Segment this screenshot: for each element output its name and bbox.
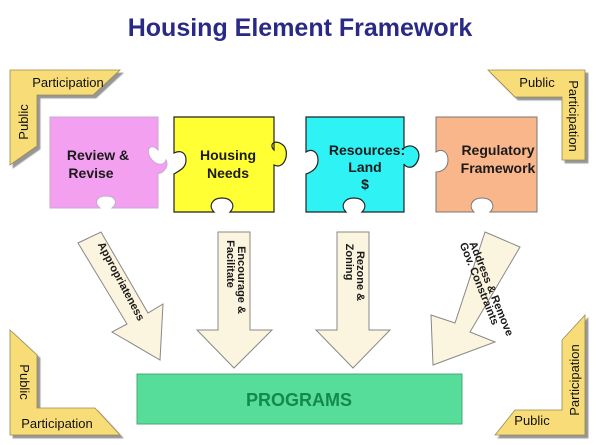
arrow-encourage-facilitate: Encourage & Facilitate <box>195 231 274 369</box>
piece-1-line1: Review & <box>67 147 129 163</box>
puzzle-piece-resources: Resources: Land $ <box>305 116 420 213</box>
corner-tl-vertical-label: Public <box>16 104 31 140</box>
corner-bl-horizontal-label: Participation <box>21 416 93 431</box>
piece-3-line1: Resources: <box>329 142 405 158</box>
arrow-3-line1: Rezone & <box>354 251 366 301</box>
corner-tr-horizontal-label: Public <box>519 75 555 90</box>
puzzle-piece-housing-needs: Housing Needs <box>173 116 287 213</box>
page-title: Housing Element Framework <box>127 14 473 42</box>
programs-label: PROGRAMS <box>246 390 352 410</box>
programs-box: PROGRAMS <box>136 373 463 425</box>
corner-tl-horizontal-label: Participation <box>32 75 104 90</box>
arrow-2-line1: Encourage & <box>235 246 247 314</box>
puzzle-piece-regulatory-framework: Regulatory Framework <box>435 116 538 213</box>
corner-br-vertical-label: Participation <box>567 344 582 416</box>
piece-2-line1: Housing <box>200 147 256 163</box>
corner-top-right: Public Participation <box>487 69 586 161</box>
arrow-appropriateness: Appropriateness <box>77 231 164 361</box>
corner-bl-vertical-label: Public <box>17 364 32 400</box>
arrow-rezone-zoning: Rezone & Zoning <box>314 231 392 369</box>
arrow-3-line2: Zoning <box>343 244 355 281</box>
corner-tr-vertical-label: Participation <box>566 80 581 152</box>
piece-2-line2: Needs <box>207 165 249 181</box>
corner-top-left: Participation Public <box>9 69 122 166</box>
arrow-2-line2: Facilitate <box>224 240 236 288</box>
piece-1-line2: Revise <box>68 165 113 181</box>
corner-bottom-right: Public Participation <box>494 313 586 436</box>
arrow-address-remove: Address & Remove Gov. Constraints <box>430 231 521 366</box>
piece-4-line2: Framework <box>461 160 536 176</box>
piece-3-line3: $ <box>361 176 369 192</box>
corner-bottom-left: Public Participation <box>9 329 121 436</box>
puzzle-piece-review-revise: Review & Revise <box>49 116 168 209</box>
corner-br-horizontal-label: Public <box>514 413 550 428</box>
piece-3-line2: Land <box>348 159 381 175</box>
piece-4-line1: Regulatory <box>461 142 534 158</box>
